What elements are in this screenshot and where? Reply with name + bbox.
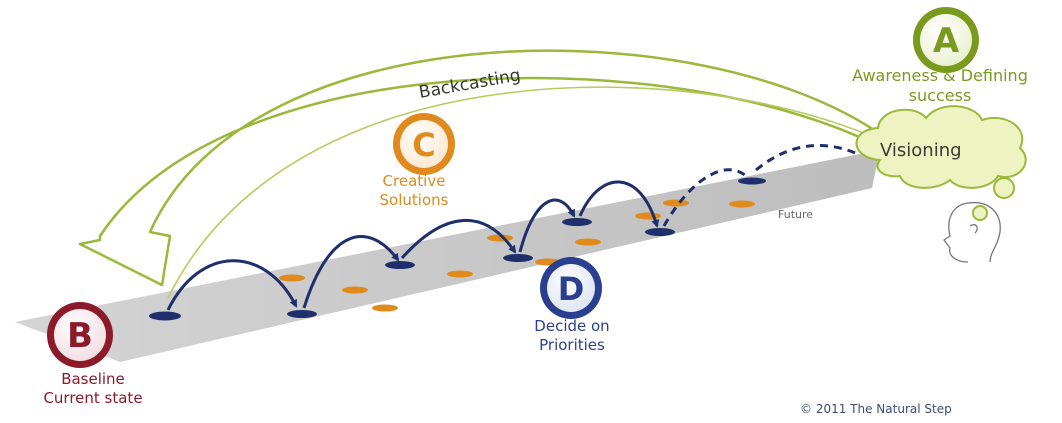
step-b-label-line2: Current state xyxy=(43,388,143,407)
visioning-label: Visioning xyxy=(880,140,962,161)
step-d-label-line1: Decide on xyxy=(534,317,610,335)
step-c-letter: C xyxy=(412,126,435,164)
backcasting-arrow xyxy=(78,49,888,287)
copyright-notice: © 2011 The Natural Step xyxy=(800,402,952,416)
step-d-label: Decide on Priorities xyxy=(492,317,652,355)
orange-dashes xyxy=(279,199,755,312)
step-d-label-line2: Priorities xyxy=(539,335,605,354)
step-a-label-line1: Awareness & Defining xyxy=(852,66,1028,85)
step-a-label-line2: success xyxy=(908,86,972,105)
step-c-label-line1: Creative xyxy=(382,172,446,190)
future-label: Future xyxy=(778,208,813,221)
jump-arcs xyxy=(166,144,859,311)
thought-cloud-icon xyxy=(855,105,1027,221)
step-a-letter: A xyxy=(933,21,960,61)
step-c-label: Creative Solutions xyxy=(352,172,476,210)
step-b-label: Baseline Current state xyxy=(18,370,168,408)
step-c-label-line2: Solutions xyxy=(379,190,449,209)
backcasting-inner-line xyxy=(167,86,881,299)
step-c-badge: C xyxy=(393,113,455,175)
head-profile-icon xyxy=(943,201,1001,263)
step-b-letter: B xyxy=(67,316,93,356)
navy-steps xyxy=(149,177,766,321)
step-d-badge: D xyxy=(540,257,602,319)
step-a-label: Awareness & Defining success xyxy=(808,66,1062,106)
step-b-badge: B xyxy=(47,302,113,368)
step-d-letter: D xyxy=(558,270,585,308)
step-b-label-line1: Baseline xyxy=(61,370,125,388)
step-a-badge: A xyxy=(913,7,979,73)
